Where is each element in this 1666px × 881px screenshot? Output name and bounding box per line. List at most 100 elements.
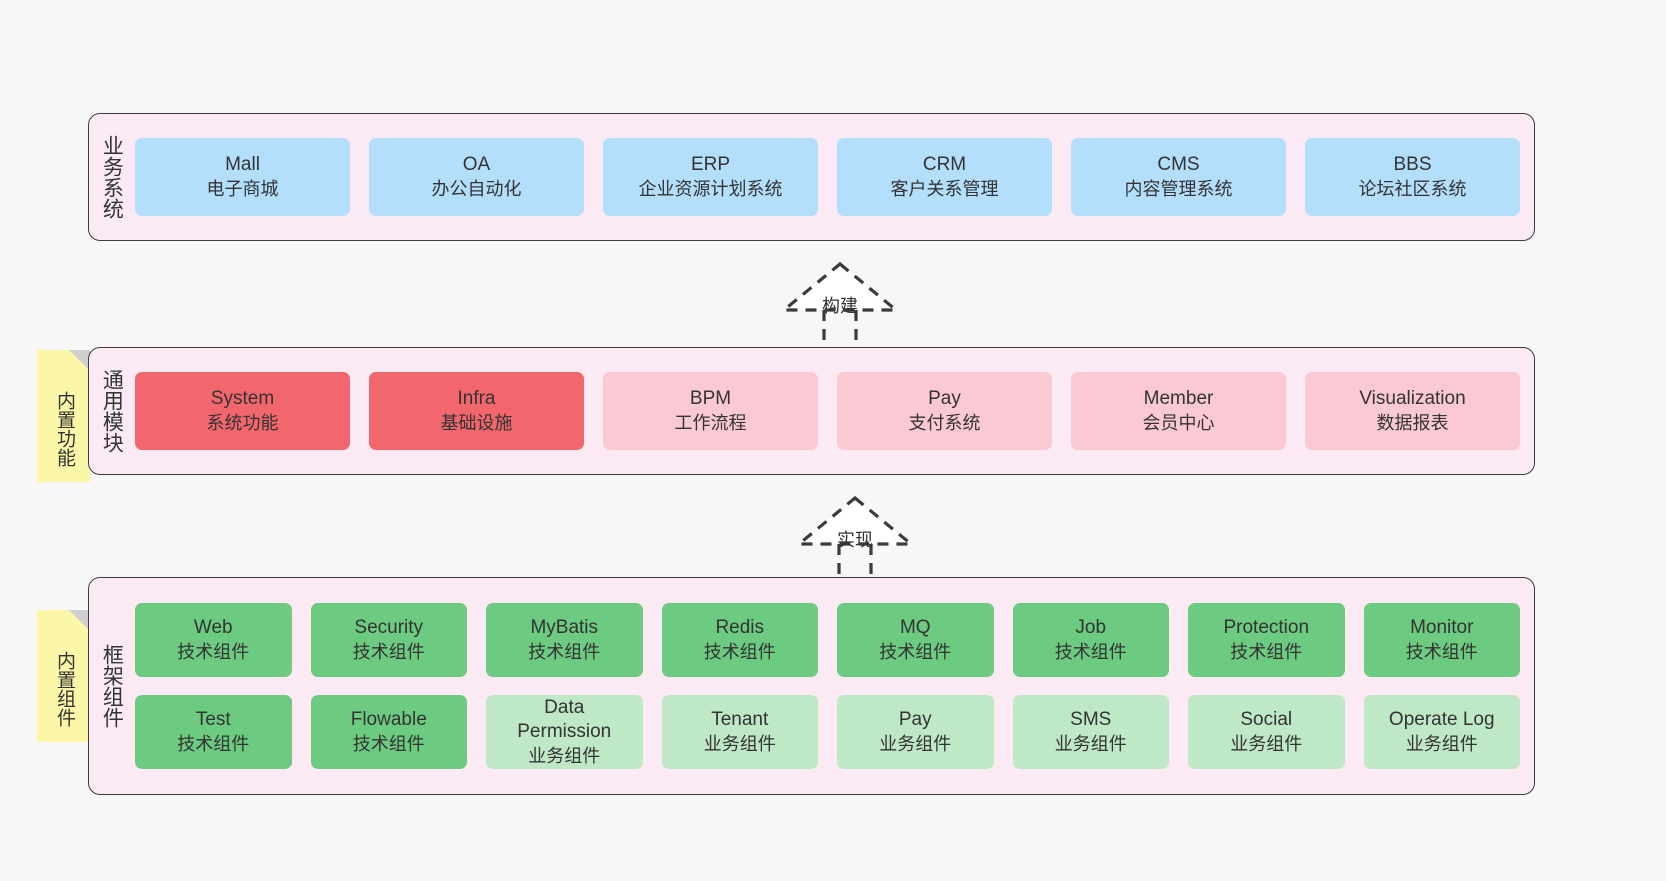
card-subtitle: 系统功能 <box>206 412 279 433</box>
card-protection[interactable]: Protection 技术组件 <box>1188 603 1345 677</box>
note-builtin-function: 内置功能 <box>37 350 90 482</box>
layer-business-system: 业务系统 Mall 电子商城 OA 办公自动化 ERP 企业资源计划系统 CRM <box>88 113 1535 241</box>
card-title: Protection <box>1223 617 1310 639</box>
card-title: Tenant <box>711 709 769 731</box>
card-subtitle: 技术组件 <box>528 641 601 662</box>
card-social[interactable]: Social 业务组件 <box>1188 695 1345 769</box>
card-pay[interactable]: Pay 支付系统 <box>837 372 1052 450</box>
layer-body-framework-component: Web 技术组件 Security 技术组件 MyBatis 技术组件 Redi… <box>133 578 1534 794</box>
card-subtitle: 业务组件 <box>1054 733 1127 754</box>
card-redis[interactable]: Redis 技术组件 <box>661 603 818 677</box>
card-oa[interactable]: OA 办公自动化 <box>369 138 584 216</box>
card-bpm[interactable]: BPM 工作流程 <box>603 372 818 450</box>
card-subtitle: 论坛社区系统 <box>1358 178 1467 199</box>
card-cms[interactable]: CMS 内容管理系统 <box>1071 138 1286 216</box>
card-infra[interactable]: Infra 基础设施 <box>369 372 584 450</box>
card-title: Web <box>193 617 233 639</box>
layer-common-module: 通用模块 System 系统功能 Infra 基础设施 BPM 工作流程 Pay <box>88 347 1535 475</box>
note-fold-corner <box>69 350 90 371</box>
card-subtitle: 业务组件 <box>528 745 601 766</box>
layer-framework-component: 框架组件 Web 技术组件 Security 技术组件 MyBatis 技术组件… <box>88 577 1535 795</box>
card-title: Member <box>1143 388 1214 410</box>
card-bbs[interactable]: BBS 论坛社区系统 <box>1305 138 1520 216</box>
card-row: System 系统功能 Infra 基础设施 BPM 工作流程 Pay 支付系统… <box>135 372 1520 450</box>
card-title: Social <box>1240 709 1293 731</box>
card-subtitle: 技术组件 <box>879 641 952 662</box>
note-fold-corner <box>69 610 90 631</box>
card-subtitle: 业务组件 <box>1405 733 1478 754</box>
card-title: Monitor <box>1410 617 1474 639</box>
card-test[interactable]: Test 技术组件 <box>135 695 292 769</box>
card-title: System <box>210 388 275 410</box>
card-system[interactable]: System 系统功能 <box>135 372 350 450</box>
card-mq[interactable]: MQ 技术组件 <box>837 603 994 677</box>
note-builtin-component: 内置组件 <box>37 610 90 742</box>
card-tenant[interactable]: Tenant 业务组件 <box>661 695 818 769</box>
card-subtitle: 基础设施 <box>440 412 513 433</box>
card-title: Security <box>354 617 424 639</box>
card-crm[interactable]: CRM 客户关系管理 <box>837 138 1052 216</box>
card-subtitle: 技术组件 <box>352 641 425 662</box>
card-title: Infra <box>457 388 496 410</box>
card-subtitle: 客户关系管理 <box>890 178 999 199</box>
card-security[interactable]: Security 技术组件 <box>310 603 467 677</box>
card-subtitle: 业务组件 <box>879 733 952 754</box>
note-label: 内置组件 <box>53 651 75 727</box>
card-data-permission[interactable]: Data Permission 业务组件 <box>486 695 643 769</box>
card-pay-component[interactable]: Pay 业务组件 <box>837 695 994 769</box>
card-title: Mall <box>225 154 260 176</box>
card-job[interactable]: Job 技术组件 <box>1012 603 1169 677</box>
card-row-technical: Web 技术组件 Security 技术组件 MyBatis 技术组件 Redi… <box>135 603 1520 677</box>
card-subtitle: 工作流程 <box>674 412 747 433</box>
card-row: Mall 电子商城 OA 办公自动化 ERP 企业资源计划系统 CRM 客户关系… <box>135 138 1520 216</box>
card-title: SMS <box>1070 709 1112 731</box>
card-erp[interactable]: ERP 企业资源计划系统 <box>603 138 818 216</box>
card-title: BPM <box>689 388 732 410</box>
card-title: Job <box>1075 617 1107 639</box>
card-mall[interactable]: Mall 电子商城 <box>135 138 350 216</box>
card-subtitle: 技术组件 <box>352 733 425 754</box>
card-title-line2: Permission <box>517 721 612 743</box>
card-title: BBS <box>1393 154 1432 176</box>
card-subtitle: 数据报表 <box>1376 412 1449 433</box>
card-title: CRM <box>922 154 967 176</box>
card-monitor[interactable]: Monitor 技术组件 <box>1363 603 1520 677</box>
card-mybatis[interactable]: MyBatis 技术组件 <box>486 603 643 677</box>
card-member[interactable]: Member 会员中心 <box>1071 372 1286 450</box>
card-title: Pay <box>898 709 932 731</box>
card-subtitle: 技术组件 <box>1230 641 1303 662</box>
card-visualization[interactable]: Visualization 数据报表 <box>1305 372 1520 450</box>
layer-label-framework-component: 框架组件 <box>100 644 124 728</box>
connector-implement: 实现 <box>775 492 935 588</box>
note-label: 内置功能 <box>53 391 75 467</box>
layer-body-business-system: Mall 电子商城 OA 办公自动化 ERP 企业资源计划系统 CRM 客户关系… <box>133 114 1534 240</box>
card-subtitle: 企业资源计划系统 <box>638 178 783 199</box>
layer-label-business-system: 业务系统 <box>100 135 124 219</box>
card-subtitle: 办公自动化 <box>431 178 522 199</box>
card-title: CMS <box>1157 154 1200 176</box>
card-title: MyBatis <box>530 617 599 639</box>
card-title: Flowable <box>350 709 427 731</box>
card-title: Visualization <box>1359 388 1466 410</box>
card-subtitle: 内容管理系统 <box>1124 178 1233 199</box>
card-title: OA <box>462 154 491 176</box>
card-title: ERP <box>690 154 731 176</box>
card-row-business: Test 技术组件 Flowable 技术组件 Data Permission … <box>135 695 1520 769</box>
card-operate-log[interactable]: Operate Log 业务组件 <box>1363 695 1520 769</box>
card-title: Redis <box>715 617 765 639</box>
card-subtitle: 技术组件 <box>703 641 776 662</box>
card-subtitle: 业务组件 <box>1230 733 1303 754</box>
card-title: Pay <box>928 388 961 410</box>
card-subtitle: 技术组件 <box>1405 641 1478 662</box>
card-title: Operate Log <box>1388 709 1495 731</box>
card-title: Test <box>195 709 231 731</box>
card-title: MQ <box>899 617 931 639</box>
card-flowable[interactable]: Flowable 技术组件 <box>310 695 467 769</box>
card-subtitle: 电子商城 <box>206 178 279 199</box>
card-title: Data <box>544 697 585 719</box>
card-subtitle: 会员中心 <box>1142 412 1215 433</box>
card-subtitle: 技术组件 <box>1054 641 1127 662</box>
card-sms[interactable]: SMS 业务组件 <box>1012 695 1169 769</box>
card-web[interactable]: Web 技术组件 <box>135 603 292 677</box>
